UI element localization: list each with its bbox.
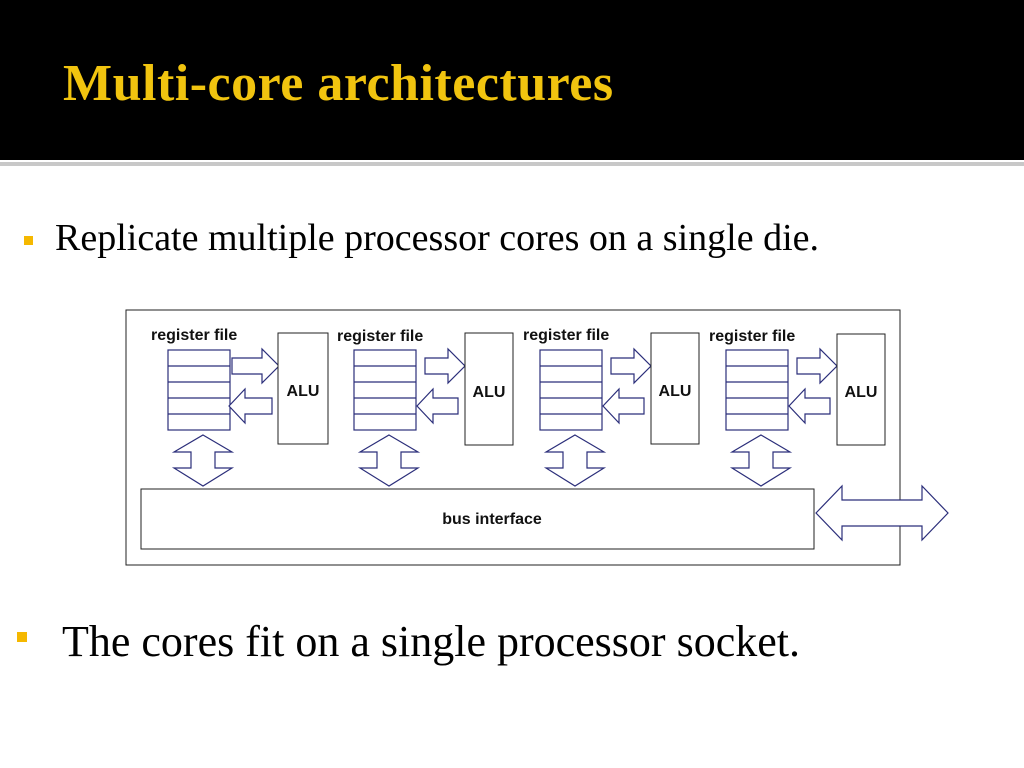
slide-title: Multi-core architectures [63, 55, 614, 112]
arrow-right-icon [424, 347, 466, 385]
vertical-double-arrow-icon [171, 434, 235, 487]
alu-label: ALU [659, 383, 692, 400]
register-file-label: register file [337, 328, 423, 345]
bullet-marker-icon [24, 236, 33, 245]
title-divider [0, 162, 1024, 166]
register-file [539, 349, 603, 431]
alu-box [836, 333, 886, 446]
bullet-marker-icon [17, 632, 27, 642]
alu-box [464, 332, 514, 446]
arrow-right-icon [610, 347, 652, 385]
register-file [725, 349, 789, 431]
arrow-left-icon [788, 387, 831, 425]
alu-label: ALU [845, 384, 878, 401]
bullet-text-1: Replicate multiple processor cores on a … [55, 217, 819, 259]
register-file [353, 349, 417, 431]
register-file-label: register file [709, 328, 795, 345]
alu-box [650, 332, 700, 445]
core-3: register file ALU [523, 327, 700, 487]
alu-box [277, 332, 329, 445]
alu-label: ALU [287, 383, 320, 400]
arrow-left-icon [228, 387, 273, 425]
horizontal-double-arrow-icon [815, 484, 949, 542]
register-file-label: register file [151, 327, 237, 344]
arrow-left-icon [416, 387, 459, 425]
core-2: register file ALU [337, 328, 514, 487]
bus-interface-box [140, 488, 815, 550]
core-4: register file ALU [709, 328, 886, 487]
alu-label: ALU [473, 384, 506, 401]
bus-interface-label: bus interface [442, 511, 542, 528]
vertical-double-arrow-icon [729, 434, 793, 487]
register-file-label: register file [523, 327, 609, 344]
register-file [167, 349, 231, 431]
arrow-right-icon [231, 347, 280, 385]
diagram-frame [125, 309, 901, 566]
core-1: register file ALU [151, 327, 329, 487]
bullet-text-2: The cores fit on a single processor sock… [62, 617, 800, 666]
arrow-left-icon [602, 387, 645, 425]
bullet-item-2: The cores fit on a single processor sock… [17, 617, 800, 666]
arrow-right-icon [796, 347, 838, 385]
title-bar: Multi-core architectures [0, 0, 1024, 160]
vertical-double-arrow-icon [543, 434, 607, 487]
bullet-item-1: Replicate multiple processor cores on a … [24, 216, 819, 260]
vertical-double-arrow-icon [357, 434, 421, 487]
